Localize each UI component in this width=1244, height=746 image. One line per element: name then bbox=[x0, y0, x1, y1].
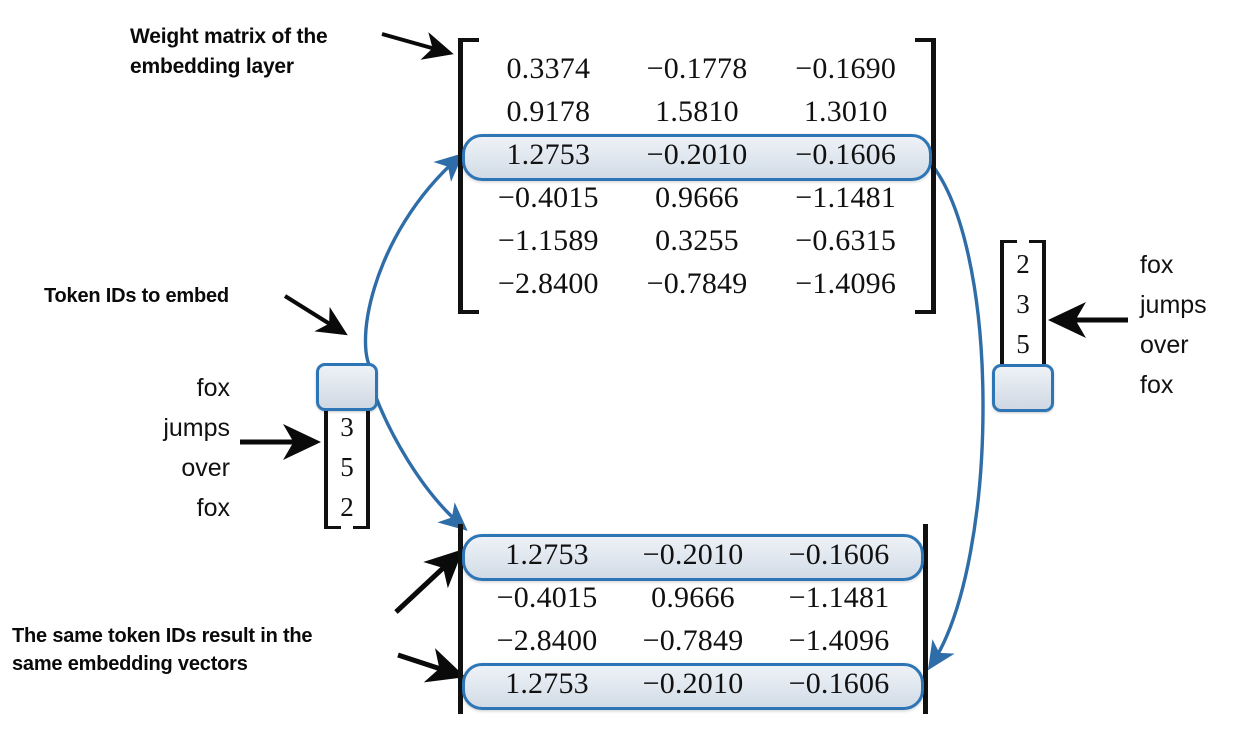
highlight-pill-output-row-1 bbox=[462, 534, 924, 581]
left-word: fox bbox=[196, 494, 230, 522]
matrix-cell: 0.3255 bbox=[655, 223, 739, 257]
matrix-cell: −1.1589 bbox=[497, 223, 599, 257]
matrix-cell: 1.5810 bbox=[655, 94, 739, 128]
right-token-word-list: fox jumps over fox bbox=[1140, 245, 1244, 405]
matrix-bracket-right bbox=[915, 38, 936, 314]
matrix-cell: 1.3010 bbox=[803, 94, 888, 128]
matrix-row-highlighted: 1.2753 −0.2010 −0.1606 bbox=[462, 133, 932, 181]
embedding-output-matrix: 1.2753 −0.2010 −0.1606 −0.4015 0.9666 −1… bbox=[458, 524, 928, 714]
matrix-row-highlighted: 1.2753 −0.2010 −0.1606 bbox=[462, 662, 924, 710]
token-id-cell: 3 bbox=[340, 412, 354, 442]
matrix-cell: −0.1606 bbox=[788, 666, 890, 700]
matrix-cell: −0.1778 bbox=[646, 51, 748, 85]
matrix-bracket-left bbox=[458, 38, 479, 314]
token-id-cell: 2 bbox=[340, 492, 354, 522]
token-ids-caption: Token IDs to embed bbox=[44, 285, 229, 307]
token-id-cell: 3 bbox=[1016, 289, 1030, 319]
weight-matrix-caption: Weight matrix of the embedding layer bbox=[130, 25, 328, 78]
matrix-cell: −0.1606 bbox=[795, 137, 897, 171]
matrix-cell: 0.3374 bbox=[506, 51, 591, 85]
matrix-cell: −1.1481 bbox=[788, 580, 890, 614]
token-id-cell: 5 bbox=[340, 452, 354, 482]
token-id-cell: 5 bbox=[1016, 329, 1030, 359]
same-vectors-caption: The same token IDs result in the same em… bbox=[12, 625, 313, 676]
output-matrix-rows: 1.2753 −0.2010 −0.1606 −0.4015 0.9666 −1… bbox=[462, 524, 924, 714]
highlight-pill-weight-row bbox=[462, 134, 932, 181]
matrix-cell: −0.4015 bbox=[496, 580, 598, 614]
matrix-cell: −0.2010 bbox=[642, 537, 744, 571]
matrix-cell: 1.2753 bbox=[505, 537, 589, 571]
matrix-cell: −0.2010 bbox=[642, 666, 744, 700]
matrix-cell: 0.9666 bbox=[655, 180, 739, 214]
matrix-cell: −1.4096 bbox=[795, 266, 897, 300]
matrix-bracket-right bbox=[907, 524, 928, 714]
matrix-cell: −0.7849 bbox=[642, 623, 744, 657]
matrix-row: −0.4015 0.9666 −1.1481 bbox=[474, 576, 912, 619]
matrix-row: 0.3374 −0.1778 −0.1690 bbox=[474, 47, 920, 90]
matrix-cell: −0.1606 bbox=[788, 537, 890, 571]
right-token-id-column: 2 3 5 2 bbox=[992, 240, 1054, 412]
matrix-cell: −2.8400 bbox=[496, 623, 598, 657]
curve-id-to-weight-row bbox=[363, 153, 464, 374]
matrix-row-highlighted: 1.2753 −0.2010 −0.1606 bbox=[462, 533, 924, 581]
matrix-cell: 1.2753 bbox=[506, 137, 591, 171]
highlight-pill-output-row-4 bbox=[462, 663, 924, 710]
token-id-cell: 2 bbox=[1016, 249, 1030, 279]
matrix-cell: 1.2753 bbox=[505, 666, 589, 700]
left-token-id-column: 2 3 5 2 bbox=[316, 363, 378, 529]
weight-matrix-rows: 0.3374 −0.1778 −0.1690 0.9178 1.5810 1.3… bbox=[462, 38, 932, 314]
embedding-weight-matrix: 0.3374 −0.1778 −0.1690 0.9178 1.5810 1.3… bbox=[458, 38, 936, 314]
matrix-cell: −1.4096 bbox=[788, 623, 890, 657]
matrix-cell: −0.2010 bbox=[646, 137, 748, 171]
right-word: fox bbox=[1140, 251, 1174, 279]
left-word: jumps bbox=[163, 414, 230, 442]
curve-id-to-output-row bbox=[372, 391, 468, 531]
right-word: over bbox=[1140, 331, 1189, 359]
right-word: fox bbox=[1140, 371, 1174, 399]
right-word: jumps bbox=[1140, 291, 1207, 319]
matrix-row: −2.8400 −0.7849 −1.4096 bbox=[474, 619, 912, 662]
matrix-bracket-left bbox=[458, 524, 479, 714]
matrix-cell: −0.1690 bbox=[795, 51, 897, 85]
left-word: over bbox=[181, 454, 230, 482]
matrix-cell: −1.1481 bbox=[795, 180, 897, 214]
matrix-cell: −0.4015 bbox=[497, 180, 599, 214]
matrix-cell: −0.7849 bbox=[646, 266, 748, 300]
highlight-pill-right-id bbox=[992, 364, 1054, 412]
left-token-word-list: fox jumps over fox bbox=[110, 368, 230, 528]
matrix-cell: 0.9666 bbox=[651, 580, 735, 614]
highlight-pill-left-id bbox=[316, 363, 378, 411]
matrix-row: −0.4015 0.9666 −1.1481 bbox=[474, 176, 920, 219]
matrix-cell: 0.9178 bbox=[506, 94, 591, 128]
matrix-row: −2.8400 −0.7849 −1.4096 bbox=[474, 262, 920, 305]
arrow-same-caption-to-row1 bbox=[394, 549, 464, 614]
matrix-row: 0.9178 1.5810 1.3010 bbox=[474, 90, 920, 133]
left-word: fox bbox=[196, 374, 230, 402]
matrix-cell: −0.6315 bbox=[795, 223, 897, 257]
matrix-cell: −2.8400 bbox=[497, 266, 599, 300]
matrix-row: −1.1589 0.3255 −0.6315 bbox=[474, 219, 920, 262]
